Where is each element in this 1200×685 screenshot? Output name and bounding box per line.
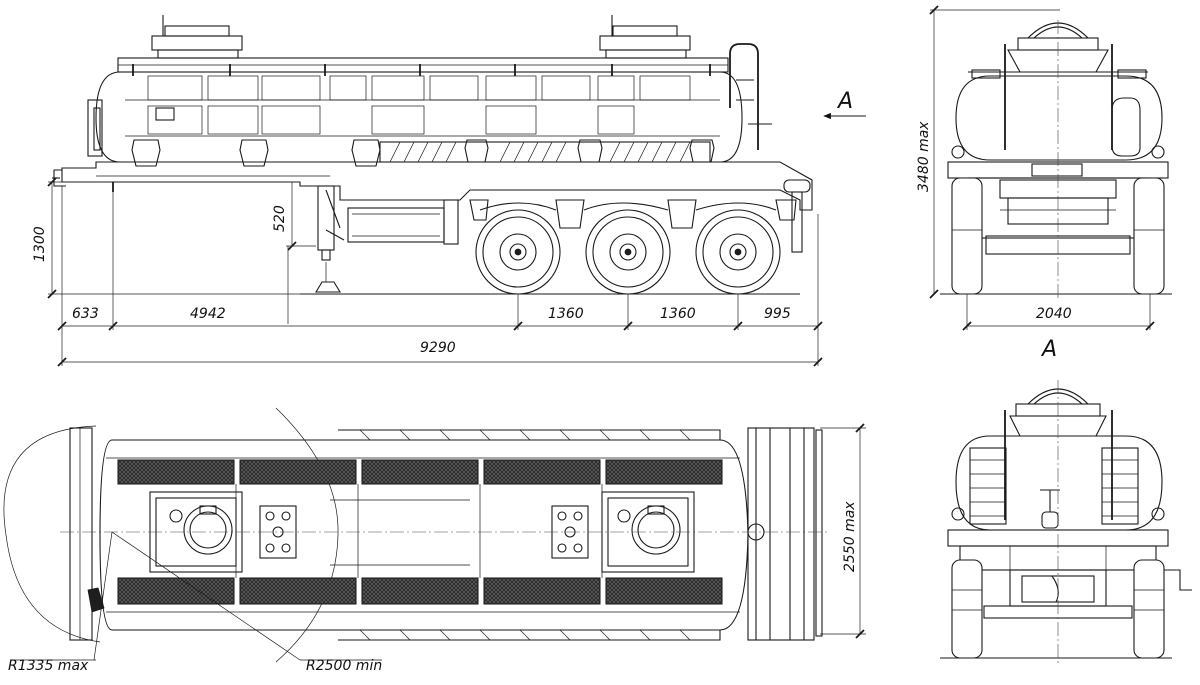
side-wheel-2 [585, 209, 671, 295]
side-manhole-rear [599, 15, 691, 59]
dim-fifth-wheel-height: 1300 [32, 226, 48, 262]
dim-front-overhang: 995 [764, 306, 791, 322]
dim-overall-length: 9290 [420, 340, 456, 356]
dim-overall-height: 3480 max [916, 121, 932, 192]
top-view: R1335 max R2500 min 2550 max [3, 407, 866, 674]
top-valve-blocks [259, 505, 589, 559]
dim-turning-radius: R2500 min [306, 658, 382, 674]
side-rear-ladder [729, 43, 759, 150]
side-tank-panels [147, 75, 691, 135]
rear-view: 3480 max 2040 [916, 5, 1172, 331]
dim-kingpin-to-axle: 4942 [190, 306, 226, 322]
side-front-cabinet [87, 99, 103, 157]
top-walkways [117, 459, 723, 605]
dim-front-swing-radius: R1335 max [8, 658, 89, 674]
side-landing-gear [315, 185, 345, 293]
dim-axle-spacing-2: 1360 [660, 306, 696, 322]
view-arrow-a-label: A [836, 89, 853, 114]
side-wheel-1 [475, 209, 561, 295]
side-wheel-3 [695, 209, 781, 295]
dim-track-width: 2040 [1036, 306, 1072, 322]
side-toolbox [347, 199, 459, 245]
view-arrow-a: A [823, 89, 866, 120]
dim-rear-overhang: 633 [72, 306, 99, 322]
side-view [52, 15, 813, 295]
side-manhole-front [151, 15, 243, 59]
top-manhole-rear [601, 491, 695, 573]
side-chassis [61, 161, 813, 211]
dim-support-leg-height: 520 [272, 205, 288, 232]
side-rail-posts [132, 64, 711, 76]
side-skirt-hatch [379, 141, 711, 163]
dim-axle-spacing-1: 1360 [548, 306, 584, 322]
view-a: A [940, 337, 1192, 664]
view-a-ladders [969, 447, 1139, 525]
view-a-label: A [1040, 337, 1057, 362]
side-suspension [469, 199, 797, 229]
rear-tank-shell [955, 75, 1163, 161]
side-dimensions: 633 4942 1360 1360 995 9290 1300 520 [32, 177, 823, 367]
dim-overall-width: 2550 max [842, 501, 858, 572]
